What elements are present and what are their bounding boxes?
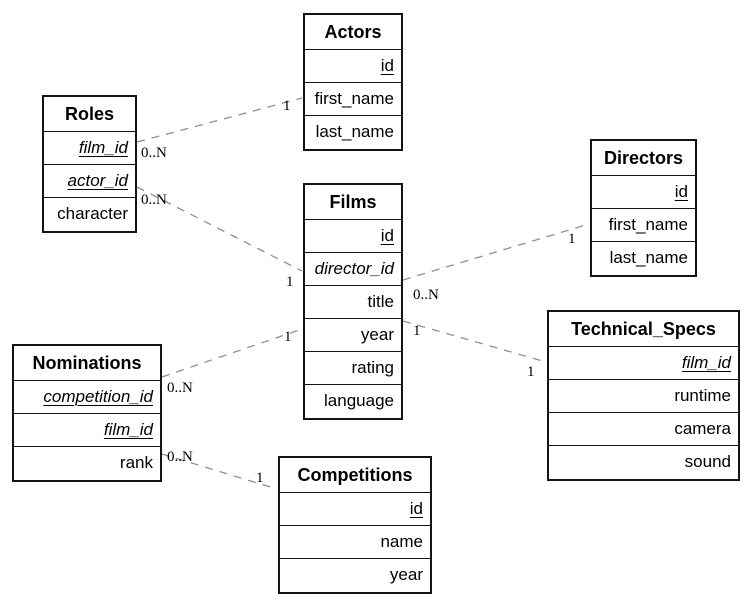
cardinality-label: 1: [527, 364, 535, 380]
field-name: director_id: [314, 259, 394, 278]
table-title-actors: Actors: [305, 15, 401, 50]
cardinality-label: 0..N: [413, 287, 439, 303]
table-title-films: Films: [305, 185, 401, 220]
field-row-last_name: last_name: [305, 116, 401, 149]
cardinality-label: 1: [284, 329, 292, 345]
field-name: first_name: [314, 89, 394, 108]
field-name: runtime: [674, 386, 731, 405]
relationship-line-films-technical_specs[interactable]: [402, 320, 547, 363]
field-row-id: id: [280, 493, 430, 526]
field-row-competition_id: competition_id: [14, 381, 160, 414]
field-row-camera: camera: [549, 413, 738, 446]
field-name: language: [324, 391, 394, 410]
entity-table-actors[interactable]: Actors id first_name last_name: [303, 13, 403, 151]
field-name: first_name: [608, 215, 688, 234]
field-row-language: language: [305, 385, 401, 418]
field-name: camera: [674, 419, 731, 438]
field-row-character: character: [44, 198, 135, 231]
field-name: competition_id: [43, 387, 153, 406]
relationship-line-roles-actors[interactable]: [136, 97, 303, 143]
field-row-film_id: film_id: [14, 414, 160, 447]
field-name: rank: [119, 453, 153, 472]
field-row-film_id: film_id: [44, 132, 135, 165]
field-name: id: [380, 56, 394, 75]
relationship-line-films-directors[interactable]: [402, 223, 590, 281]
field-name: year: [360, 325, 394, 344]
field-name: rating: [351, 358, 394, 377]
table-title-competitions: Competitions: [280, 458, 430, 493]
table-title-technical_specs: Technical_Specs: [549, 312, 738, 347]
field-name: film_id: [78, 138, 128, 157]
field-row-runtime: runtime: [549, 380, 738, 413]
relationship-line-roles-films[interactable]: [136, 186, 303, 272]
field-name: last_name: [609, 248, 688, 267]
field-name: name: [380, 532, 423, 551]
entity-table-competitions[interactable]: Competitions id name year: [278, 456, 432, 594]
table-title-nominations: Nominations: [14, 346, 160, 381]
field-name: last_name: [315, 122, 394, 141]
field-row-year: year: [280, 559, 430, 592]
field-row-director_id: director_id: [305, 253, 401, 286]
cardinality-label: 1: [286, 274, 294, 290]
field-name: sound: [684, 452, 731, 471]
cardinality-label: 0..N: [167, 380, 193, 396]
cardinality-label: 1: [283, 98, 291, 114]
field-name: title: [367, 292, 394, 311]
entity-table-roles[interactable]: Roles film_id actor_id character: [42, 95, 137, 233]
cardinality-label: 0..N: [141, 145, 167, 161]
table-title-roles: Roles: [44, 97, 135, 132]
field-name: film_id: [103, 420, 153, 439]
field-name: character: [57, 204, 128, 223]
cardinality-label: 0..N: [141, 192, 167, 208]
field-row-rating: rating: [305, 352, 401, 385]
field-row-film_id: film_id: [549, 347, 738, 380]
relationship-line-nominations-films[interactable]: [161, 328, 303, 378]
cardinality-label: 1: [568, 231, 576, 247]
field-row-id: id: [305, 220, 401, 253]
field-row-name: name: [280, 526, 430, 559]
field-row-title: title: [305, 286, 401, 319]
field-name: id: [674, 182, 688, 201]
field-row-first_name: first_name: [305, 83, 401, 116]
field-row-id: id: [305, 50, 401, 83]
relationship-line-nominations-competitions[interactable]: [161, 453, 278, 490]
field-row-first_name: first_name: [592, 209, 695, 242]
field-name: id: [409, 499, 423, 518]
cardinality-label: 1: [413, 323, 421, 339]
field-row-year: year: [305, 319, 401, 352]
field-row-rank: rank: [14, 447, 160, 480]
cardinality-label: 1: [256, 470, 264, 486]
field-name: year: [389, 565, 423, 584]
field-row-actor_id: actor_id: [44, 165, 135, 198]
field-row-last_name: last_name: [592, 242, 695, 275]
field-name: id: [380, 226, 394, 245]
table-title-directors: Directors: [592, 141, 695, 176]
entity-table-directors[interactable]: Directors id first_name last_name: [590, 139, 697, 277]
cardinality-label: 0..N: [167, 449, 193, 465]
field-row-id: id: [592, 176, 695, 209]
field-row-sound: sound: [549, 446, 738, 479]
field-name: film_id: [681, 353, 731, 372]
field-name: actor_id: [67, 171, 128, 190]
